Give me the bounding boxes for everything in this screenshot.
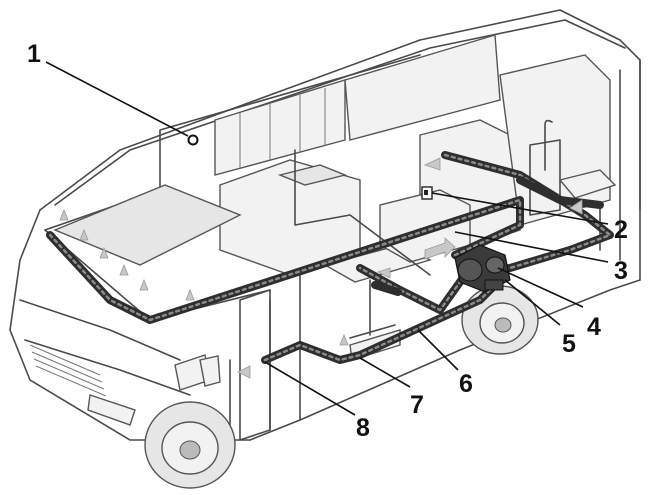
control-panel xyxy=(421,186,433,200)
roof-vent xyxy=(187,134,199,146)
callout-7: 7 xyxy=(410,391,424,419)
callout-2: 2 xyxy=(614,216,628,244)
callout-labels: 1 2 3 4 5 6 7 8 xyxy=(27,40,628,442)
heating-ducts xyxy=(46,151,614,364)
leader-lines xyxy=(45,61,609,416)
callout-3: 3 xyxy=(614,257,628,285)
rear-wheel xyxy=(461,285,539,355)
warm-air-arrows xyxy=(59,157,583,379)
heater-unit xyxy=(454,244,511,293)
vehicle-body xyxy=(9,9,641,446)
callout-6: 6 xyxy=(459,370,473,398)
callout-8: 8 xyxy=(356,414,370,442)
callout-5: 5 xyxy=(562,330,576,358)
callout-1: 1 xyxy=(27,40,41,68)
front-wheel xyxy=(144,401,236,489)
callout-4: 4 xyxy=(587,313,601,341)
